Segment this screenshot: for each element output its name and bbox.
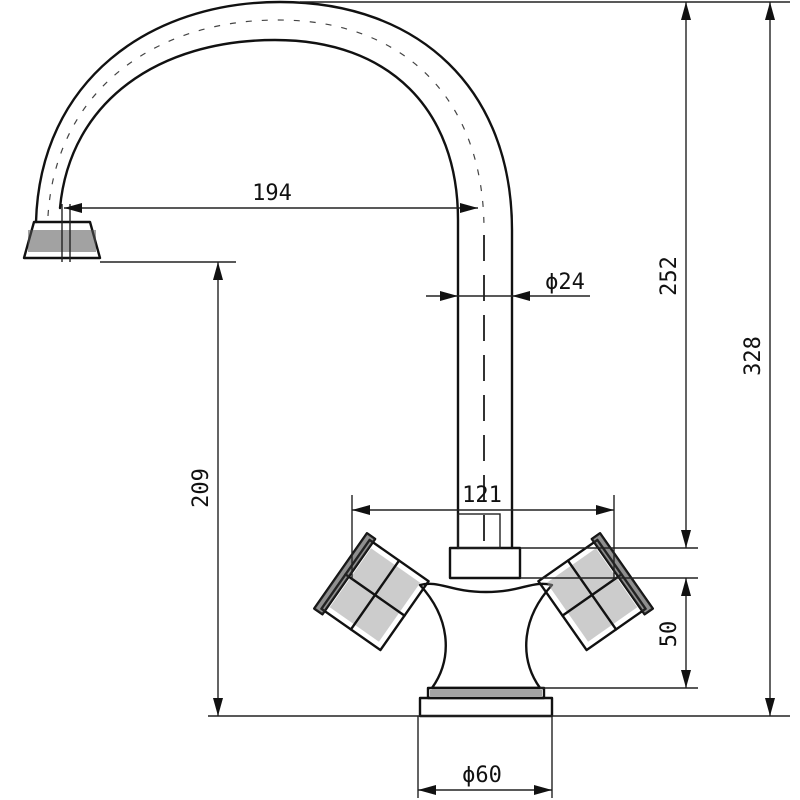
faucet-outline (22, 0, 654, 718)
dim-body-height: 50 (657, 621, 682, 648)
spout-outer-edge (34, 0, 514, 550)
dim-riser-height: 252 (657, 256, 682, 296)
dim-spout-reach: 194 (252, 181, 292, 206)
aerator-nozzle (22, 204, 102, 262)
extension-lines (100, 1, 790, 798)
spout-inner-edge (58, 38, 460, 550)
dimension-labels: 194 ϕ24 252 328 209 121 50 ϕ60 (189, 181, 766, 788)
right-cross-handle (537, 532, 654, 652)
dim-pipe-diameter: ϕ24 (545, 270, 585, 295)
dim-total-height: 328 (741, 336, 766, 376)
dim-handle-span: 121 (462, 483, 502, 508)
dim-outlet-height: 209 (189, 468, 214, 508)
left-cross-handle (313, 532, 430, 652)
base-flange (418, 686, 554, 718)
riser-collar (448, 546, 522, 580)
spout-bore-dashed (47, 19, 485, 231)
dim-base-diameter: ϕ60 (462, 763, 502, 788)
valve-body (418, 582, 554, 690)
dimension-lines (64, 2, 775, 795)
